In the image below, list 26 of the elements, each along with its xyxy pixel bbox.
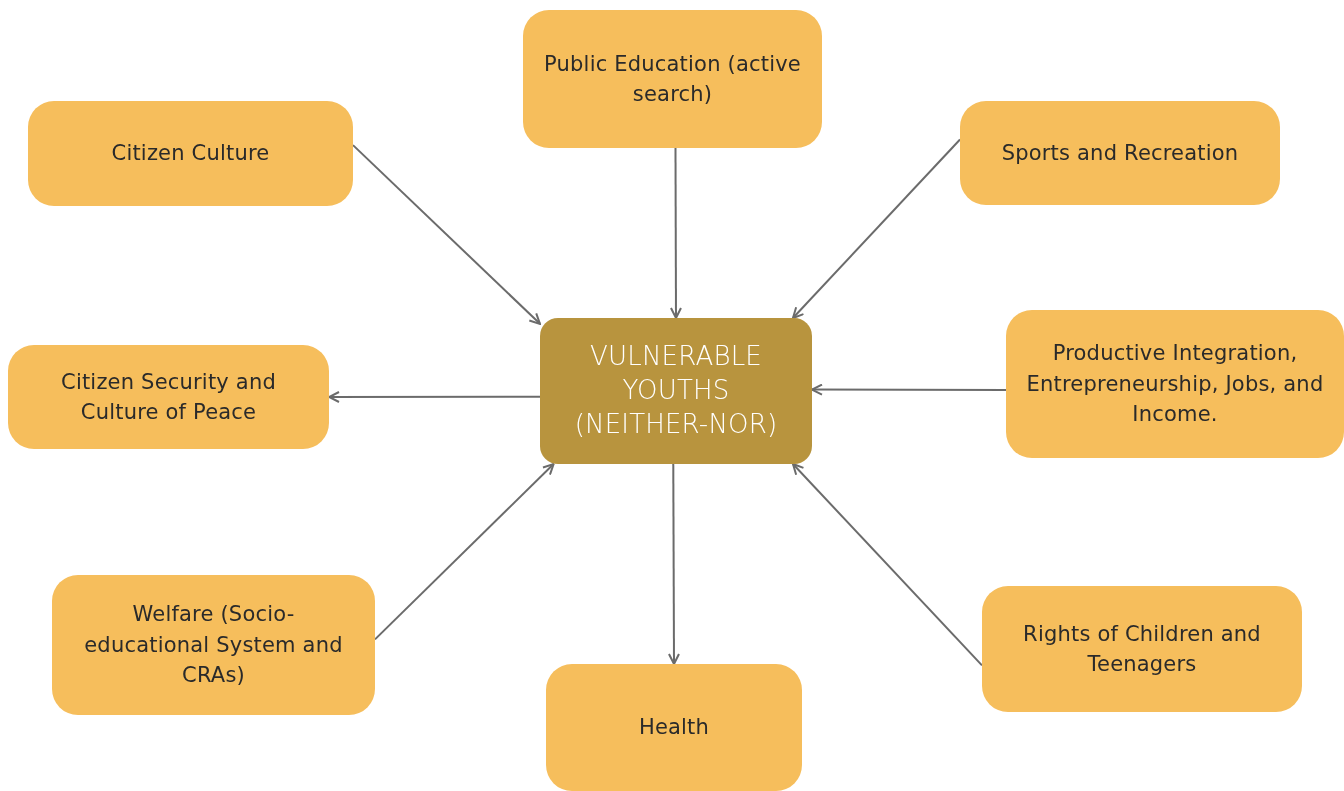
box-label: Sports and Recreation	[1001, 139, 1239, 167]
arrow	[791, 463, 983, 667]
box-label: Public Education (active search)	[543, 50, 802, 108]
topic-box	[960, 101, 1280, 205]
box-label: Rights of Children and Teenagers	[1022, 620, 1262, 678]
box-label: Health	[638, 714, 710, 742]
arrow	[791, 138, 961, 319]
topic-box	[8, 345, 329, 449]
arrow	[669, 147, 682, 319]
arrow	[328, 391, 541, 403]
arrow	[352, 144, 541, 325]
topic-box	[546, 664, 802, 791]
topic-box	[1006, 310, 1344, 458]
topic-box	[52, 575, 375, 715]
topic-box	[982, 586, 1302, 712]
box-label: Citizen Security and Culture of Peace	[60, 368, 277, 426]
arrow	[667, 463, 680, 665]
central-topic-box	[540, 318, 812, 464]
topic-box	[28, 101, 353, 206]
box-label: Welfare (Socio-educational System and CRAs)	[83, 601, 344, 690]
box-label: Citizen Culture	[111, 140, 270, 168]
topic-box	[523, 10, 822, 148]
arrow	[811, 383, 1007, 396]
box-label: Productive Integration, Entrepreneurship, Jobs, and Income.	[1025, 340, 1325, 429]
arrow	[374, 463, 555, 641]
box-label: VULNERABLE YOUTHS (NEITHER-NOR)	[573, 340, 779, 441]
